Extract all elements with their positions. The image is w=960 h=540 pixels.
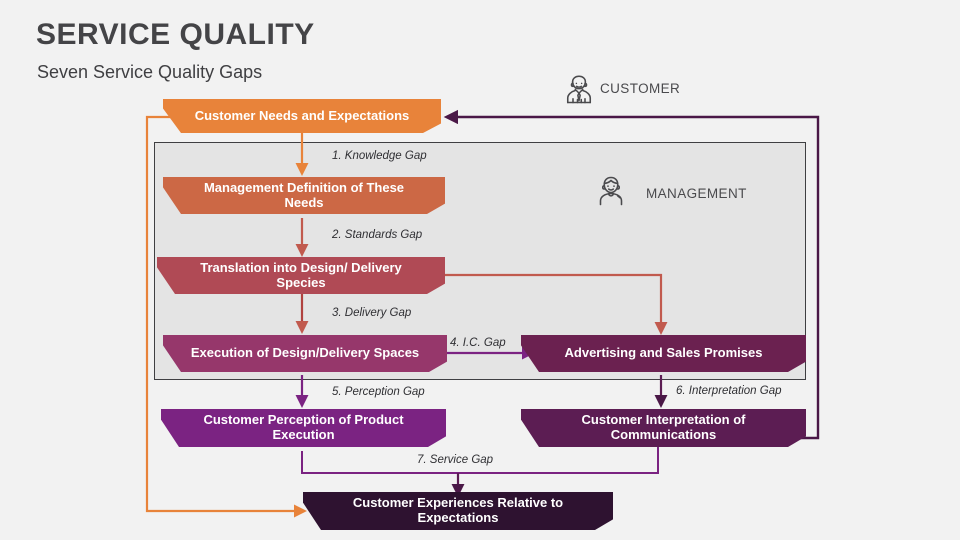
node-customer-needs-label: Customer Needs and Expectations <box>194 107 410 123</box>
node-management-definition[interactable]: Management Definition of These Needs <box>163 177 445 214</box>
node-management-definition-label: Management Definition of These Needs <box>203 179 405 210</box>
customer-person-icon <box>561 71 597 112</box>
gap-label-delivery: 3. Delivery Gap <box>332 307 412 319</box>
management-person-icon <box>593 173 629 214</box>
connector-needs-to-experiences <box>145 115 307 518</box>
connector-feedback-to-customer-needs <box>443 109 820 440</box>
connector-service-gap <box>301 442 659 474</box>
node-translation-design-label: Translation into Design/ Delivery Specie… <box>200 259 402 290</box>
node-customer-perception-label: Customer Perception of Product Execution <box>203 412 404 442</box>
gap-label-interpretation: 6. Interpretation Gap <box>676 385 782 397</box>
node-translation-design[interactable]: Translation into Design/ Delivery Specie… <box>157 257 445 294</box>
node-customer-interpretation[interactable]: Customer Interpretation of Communication… <box>521 409 806 447</box>
node-customer-needs[interactable]: Customer Needs and Expectations <box>163 99 441 133</box>
node-advertising-promises-label: Advertising and Sales Promises <box>564 345 763 361</box>
node-advertising-promises[interactable]: Advertising and Sales Promises <box>521 335 806 372</box>
page-subtitle: Seven Service Quality Gaps <box>37 62 263 82</box>
gap-label-standards: 2. Standards Gap <box>332 229 423 241</box>
management-role-label: MANAGEMENT <box>646 186 747 201</box>
node-customer-perception[interactable]: Customer Perception of Product Execution <box>161 409 446 447</box>
customer-role-label: CUSTOMER <box>600 81 681 96</box>
node-customer-interpretation-label: Customer Interpretation of Communication… <box>581 412 746 442</box>
gap-label-ic: 4. I.C. Gap <box>450 337 506 349</box>
node-customer-experiences[interactable]: Customer Experiences Relative to Expecta… <box>303 492 613 530</box>
node-customer-experiences-label: Customer Experiences Relative to Expecta… <box>352 495 564 525</box>
page-title: SERVICE QUALITY <box>36 18 315 51</box>
gap-label-perception: 5. Perception Gap <box>332 386 425 398</box>
node-execution-design-label: Execution of Design/Delivery Spaces <box>190 345 420 361</box>
node-execution-design[interactable]: Execution of Design/Delivery Spaces <box>163 335 447 372</box>
gap-label-service: 7. Service Gap <box>417 454 494 466</box>
gap-label-knowledge: 1. Knowledge Gap <box>332 150 427 162</box>
connector-translation-to-advertising <box>432 273 668 335</box>
